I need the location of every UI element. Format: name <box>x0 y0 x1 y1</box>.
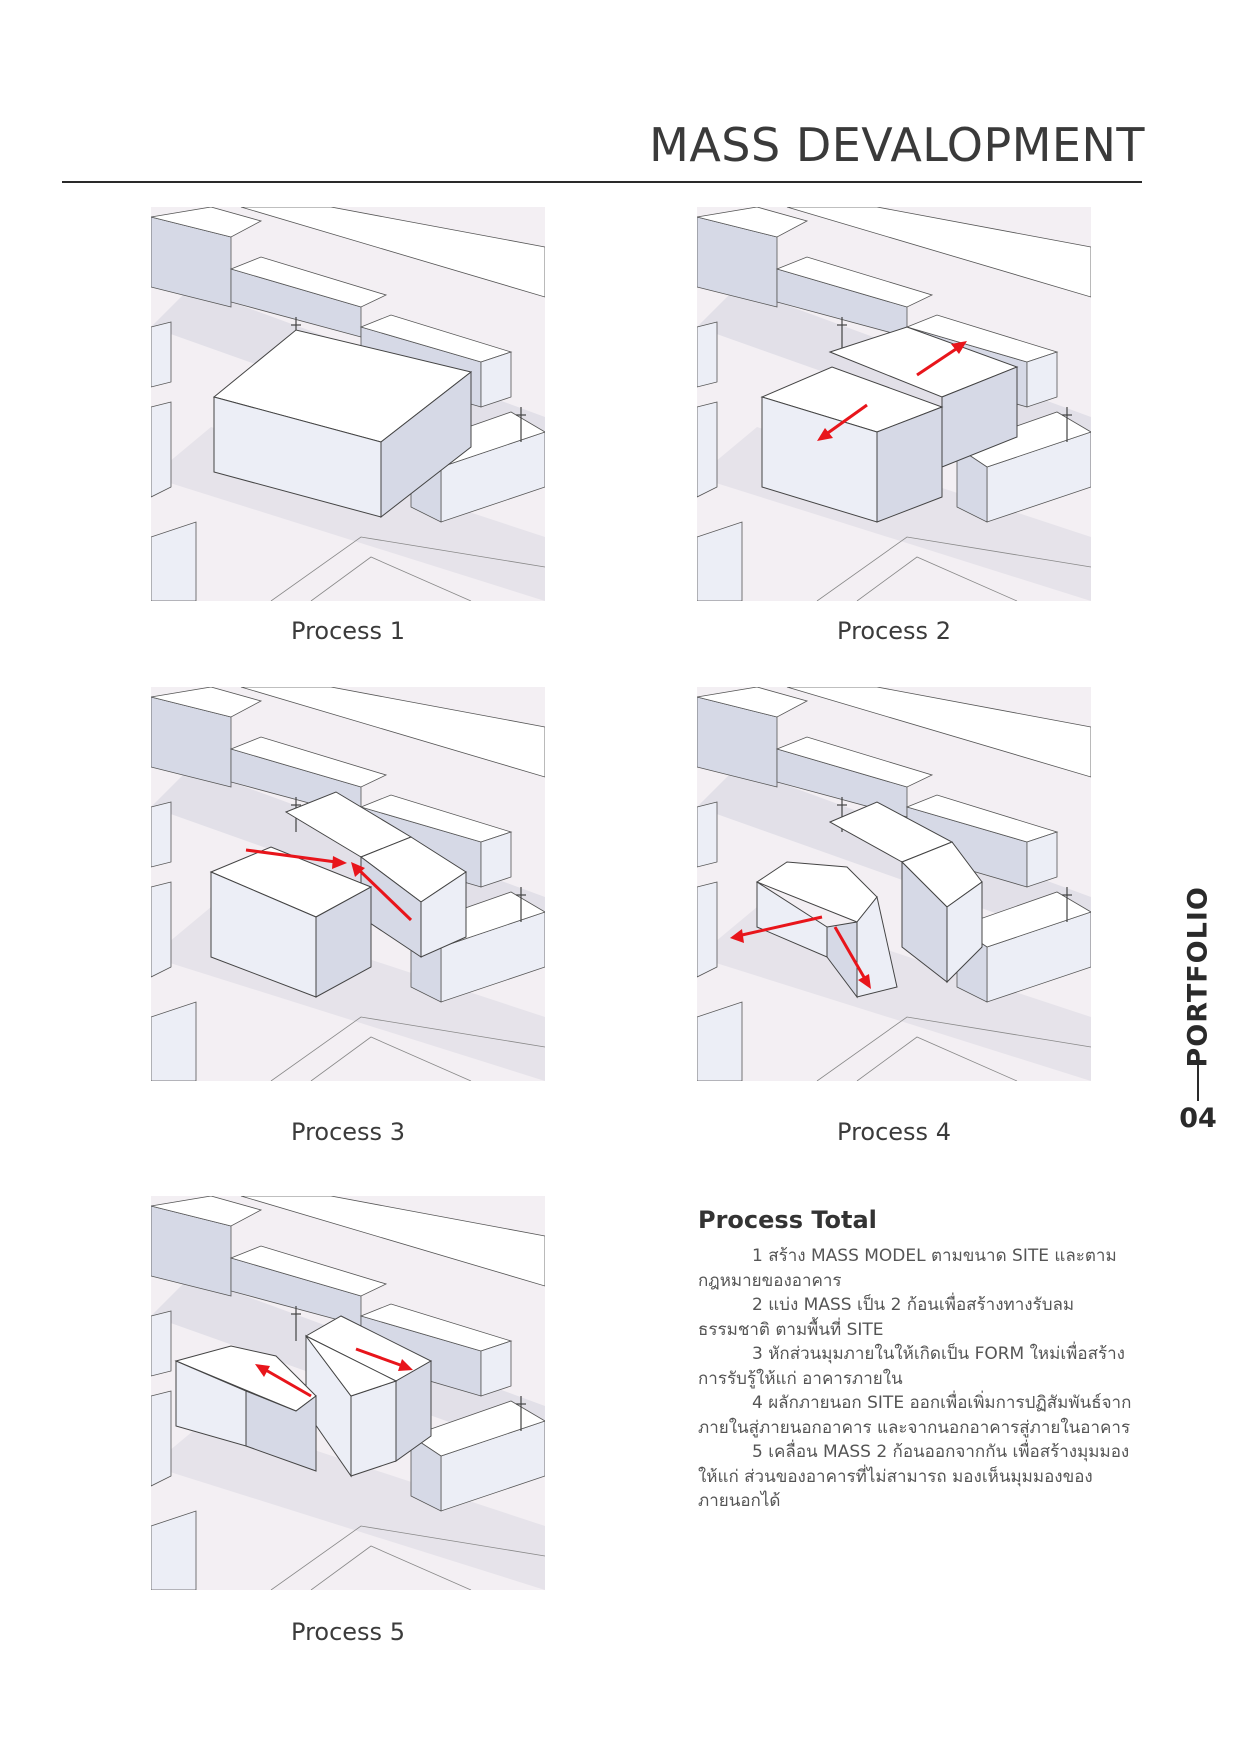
process-5-caption: Process 5 <box>151 1618 545 1646</box>
process-total-heading: Process Total <box>698 1206 1142 1234</box>
process-total-section: Process Total 1 สร้าง MASS MODEL ตามขนาด… <box>698 1206 1142 1514</box>
process-4-caption: Process 4 <box>697 1118 1091 1146</box>
process-2-image <box>697 207 1091 601</box>
process-1-caption: Process 1 <box>151 617 545 645</box>
process-step-1: 1 สร้าง MASS MODEL ตามขนาด SITE และตามกฎ… <box>698 1244 1142 1293</box>
process-2-caption: Process 2 <box>697 617 1091 645</box>
process-step-2: 2 แบ่ง MASS เป็น 2 ก้อนเพื่อสร้างทางรับล… <box>698 1293 1142 1342</box>
process-3-image <box>151 687 545 1081</box>
process-4-image <box>697 687 1091 1081</box>
process-1-image <box>151 207 545 601</box>
side-divider <box>1197 1058 1199 1101</box>
process-step-4: 4 ผลักภายนอก SITE ออกเพื่อเพิ่มการปฏิสัม… <box>698 1391 1142 1440</box>
portfolio-label: PORTFOLIO <box>1183 898 1214 1068</box>
title-rule <box>62 181 1142 183</box>
portfolio-side-tab: PORTFOLIO 04 <box>1176 905 1220 1133</box>
process-step-3: 3 หักส่วนมุมภายในให้เกิดเป็น FORM ใหม่เพ… <box>698 1342 1142 1391</box>
page-number: 04 <box>1176 1103 1220 1134</box>
page-title: MASS DEVALOPMENT <box>649 118 1145 172</box>
process-step-5: 5 เคลื่อน MASS 2 ก้อนออกจากกัน เพื่อสร้า… <box>698 1440 1142 1514</box>
process-5-image <box>151 1196 545 1590</box>
process-3-caption: Process 3 <box>151 1118 545 1146</box>
